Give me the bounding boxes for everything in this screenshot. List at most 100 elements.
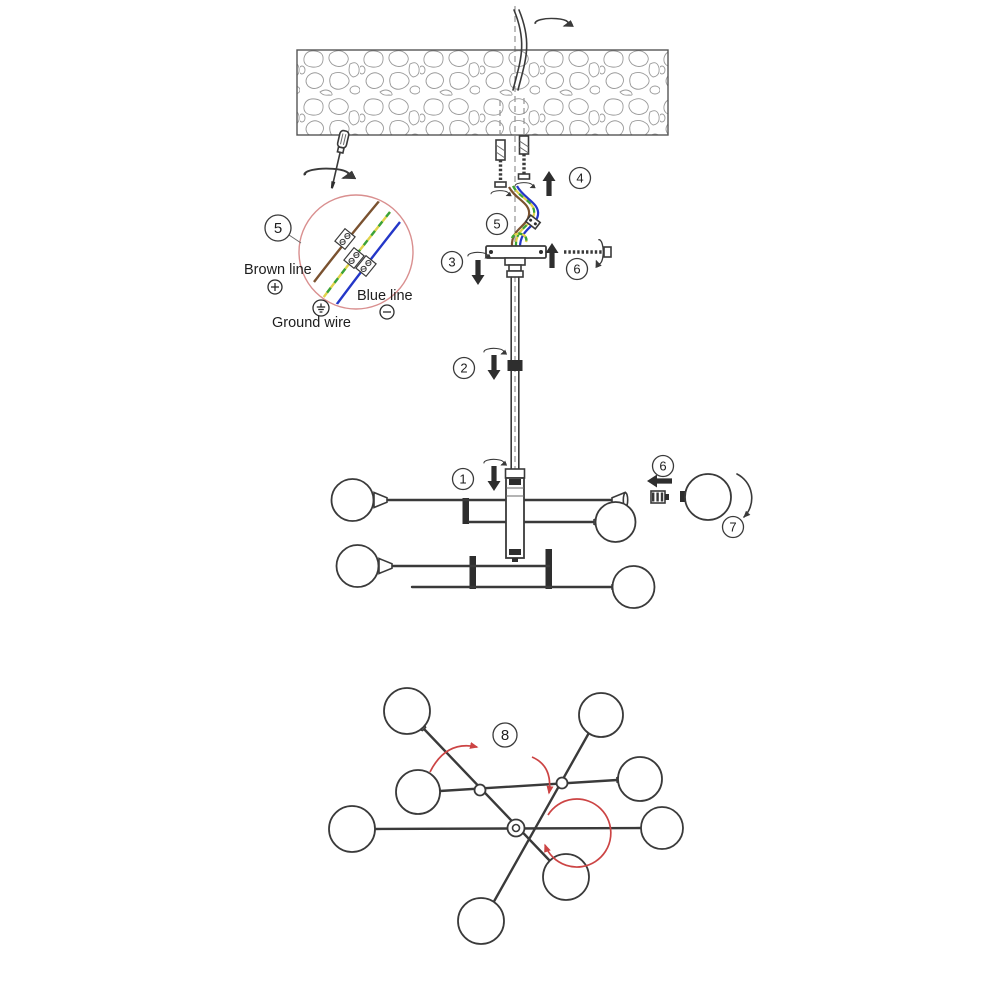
ground-symbol-icon xyxy=(312,299,330,317)
step-badge-3: 3 xyxy=(440,250,464,274)
globe xyxy=(542,853,590,901)
globe xyxy=(578,692,624,738)
detail-ring xyxy=(298,194,414,310)
rotate-arrow-center xyxy=(544,798,612,868)
globe xyxy=(594,501,637,543)
detail-leader-line xyxy=(288,234,302,244)
globe xyxy=(640,806,684,850)
brown-line-label: Brown line xyxy=(244,262,312,278)
globe xyxy=(395,769,441,815)
step-2-rotation-arrow xyxy=(484,348,504,354)
terminal-block-brown xyxy=(334,228,356,250)
canopy-collar-lower xyxy=(508,264,522,272)
screwdriver-icon xyxy=(305,129,350,189)
step-badge-6b: 6 xyxy=(651,454,675,478)
globe xyxy=(611,565,656,609)
arm-post-2 xyxy=(469,556,476,589)
step-6-number-a: 6 xyxy=(573,262,580,277)
step-1-rotation-arrow xyxy=(484,459,504,465)
step-6-number-b: 6 xyxy=(659,459,666,474)
step-badge-4: 4 xyxy=(568,166,592,190)
canopy-screw-left xyxy=(489,250,493,254)
step-badge-2: 2 xyxy=(452,356,476,380)
globe xyxy=(335,544,380,588)
step-3-group: 3 xyxy=(440,250,488,285)
globe xyxy=(330,478,375,522)
chandelier-hub xyxy=(505,477,525,562)
pivot-joint xyxy=(473,783,487,797)
step-3-down-arrow xyxy=(471,260,485,285)
screwdriver-rotation-arrow xyxy=(305,169,349,179)
step-badge-7: 7 xyxy=(721,515,745,539)
arm-1-left-horn xyxy=(373,491,388,509)
globe xyxy=(457,897,505,945)
blue-line-label: Blue line xyxy=(357,288,413,304)
step-badge-5-inline: 5 xyxy=(485,212,509,236)
power-cable xyxy=(512,9,568,91)
live-symbol-icon xyxy=(267,279,283,295)
bulb-screw-base xyxy=(650,490,669,504)
cable-line-2 xyxy=(517,9,528,91)
cable-rotation-arrow xyxy=(535,18,568,26)
step-2-number: 2 xyxy=(460,361,467,376)
bulb-installation: 6 7 xyxy=(647,454,753,539)
canopy-screw-right xyxy=(539,250,543,254)
ceiling-anchors: 4 xyxy=(491,98,592,196)
rod-bottom-collar xyxy=(504,468,526,479)
step-2-down-arrow xyxy=(487,355,501,380)
cable-line-1 xyxy=(512,9,523,91)
cable-clamp xyxy=(524,214,542,230)
globe xyxy=(383,687,431,735)
step-6-side-screw: 6 xyxy=(545,240,612,281)
top-rod-4 xyxy=(438,778,619,793)
neutral-symbol-icon xyxy=(379,304,395,320)
rod-top-collar xyxy=(506,270,524,278)
step-badge-1: 1 xyxy=(451,467,475,491)
ground-wire-label: Ground wire xyxy=(272,315,351,331)
arm-post-1 xyxy=(462,498,469,524)
bulb-neck xyxy=(680,491,687,502)
step-1-number: 1 xyxy=(459,472,466,487)
step-4-number: 4 xyxy=(576,171,583,186)
wiring-detail: 5 Brown line Blue line Ground wire xyxy=(244,194,414,331)
step-5-number-detail: 5 xyxy=(274,220,282,237)
wall-anchor-right xyxy=(515,135,533,188)
step-badge-5-detail: 5 xyxy=(264,214,292,242)
step-7-number: 7 xyxy=(729,520,736,535)
step-1-group: 1 xyxy=(451,459,504,491)
step-1-down-arrow xyxy=(487,466,501,491)
step-3-rotation-arrow xyxy=(468,252,488,258)
hanging-rod: 2 1 xyxy=(451,270,526,491)
canopy-plate xyxy=(485,245,547,259)
wall-anchor-left xyxy=(491,139,509,196)
top-rod-3 xyxy=(422,727,552,863)
bulb-globe xyxy=(684,473,732,521)
arm-post-3 xyxy=(545,549,552,589)
globe xyxy=(328,805,376,853)
canopy-collar-upper xyxy=(504,257,526,266)
chandelier-side-view xyxy=(330,477,656,609)
step-7-rotation-arrow xyxy=(736,473,753,518)
step-4-up-arrow xyxy=(542,171,556,196)
rod-coupler xyxy=(507,360,523,371)
step-badge-8: 8 xyxy=(492,722,518,748)
arm-3-left-horn xyxy=(378,557,393,575)
pivot-joint xyxy=(555,776,569,790)
step-3-number: 3 xyxy=(448,255,455,270)
rotate-arrow-upper-right xyxy=(531,756,554,795)
top-view-hub-center xyxy=(511,823,521,833)
step-6-up-arrow xyxy=(545,243,559,268)
step-2-group: 2 xyxy=(452,348,504,380)
rotate-arrow-upper-left xyxy=(429,742,479,773)
step-5-number-inline: 5 xyxy=(493,217,500,232)
top-rod-2 xyxy=(490,729,592,907)
step-8-number: 8 xyxy=(501,727,509,744)
canopy: 3 6 xyxy=(440,232,612,285)
chandelier-top-view: 8 xyxy=(328,687,684,945)
globe xyxy=(617,756,663,802)
step-badge-6a: 6 xyxy=(565,257,589,281)
side-screw-head xyxy=(603,246,612,258)
ground-coil-green xyxy=(510,232,528,243)
ceiling xyxy=(296,49,669,136)
